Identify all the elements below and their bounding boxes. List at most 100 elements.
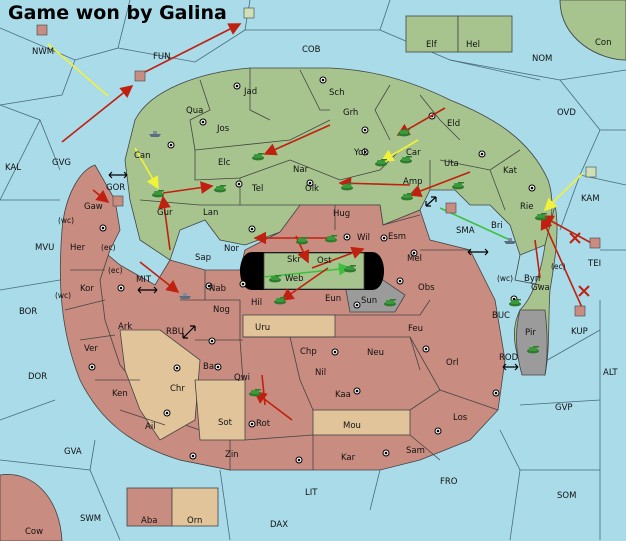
label-hel: Hel (466, 40, 480, 50)
coast-kor-wc: (wc) (55, 291, 71, 300)
province-sot[interactable] (194, 379, 246, 441)
label-feu: Feu (408, 324, 423, 334)
label-nwm: NWM (32, 47, 54, 57)
coast-her-ec: (ec) (101, 243, 116, 252)
label-qwi: Qwi (234, 373, 250, 383)
label-wil: Wil (357, 233, 370, 243)
label-kar: Kar (341, 453, 356, 463)
label-kor: Kor (80, 284, 94, 294)
coast-kor-ec: (ec) (108, 266, 123, 275)
label-skr: Skr (287, 255, 301, 265)
label-tel: Tel (251, 184, 263, 194)
label-aba: Aba (141, 516, 157, 526)
label-mit: MIT (136, 275, 152, 285)
label-nab: Nab (209, 284, 226, 294)
label-sam: Sam (406, 446, 425, 456)
label-elc: Elc (218, 158, 231, 168)
label-nar: Nar (293, 165, 309, 175)
label-nor: Nor (224, 244, 240, 254)
province-mou[interactable] (312, 409, 411, 436)
label-bri: Bri (491, 221, 503, 231)
label-neu: Neu (367, 348, 384, 358)
label-sch: Sch (329, 88, 344, 98)
label-kal: KAL (5, 163, 21, 173)
label-gvp: GVP (555, 403, 573, 413)
label-gva: GVA (64, 447, 82, 457)
label-ost: Ost (317, 256, 332, 266)
label-rot: Rot (256, 419, 271, 429)
label-hil: Hil (251, 298, 262, 308)
province-elf[interactable] (405, 15, 459, 53)
label-uru: Uru (255, 323, 270, 333)
label-eld: Eld (447, 119, 460, 129)
label-los: Los (453, 413, 468, 423)
coast-byn-ec: (ec) (551, 262, 566, 271)
label-bor: BOR (19, 307, 37, 317)
label-rie: Rie (520, 202, 534, 212)
label-yok: Yok (353, 148, 368, 158)
label-her: Her (70, 243, 86, 253)
label-sun: Sun (361, 296, 377, 306)
label-gor: GOR (106, 183, 125, 193)
label-amp: Amp (403, 177, 423, 187)
label-hug: Hug (333, 209, 350, 219)
label-ken: Ken (112, 389, 128, 399)
label-ver: Ver (84, 344, 98, 354)
label-car: Car (406, 148, 421, 158)
adjacency-marks (108, 171, 519, 371)
label-dor: DOR (28, 372, 47, 382)
label-kup: KUP (571, 327, 588, 337)
label-chr: Chr (170, 384, 185, 394)
label-gaw: Gaw (84, 202, 103, 212)
label-swm: SWM (80, 514, 101, 524)
label-elf: Elf (426, 40, 438, 50)
province-hel[interactable] (457, 15, 513, 53)
label-nil: Nil (315, 368, 326, 378)
label-nog: Nog (213, 305, 230, 315)
label-byn: Byn (524, 274, 540, 284)
label-eun: Eun (325, 294, 341, 304)
label-kaa: Kaa (335, 390, 351, 400)
coast-gaw-wc: (wc) (58, 216, 74, 225)
label-bar: Bar (203, 362, 218, 372)
province-orn[interactable] (171, 487, 219, 527)
label-kam: KAM (581, 194, 600, 204)
label-som: SOM (557, 491, 576, 501)
coast-byn-wc: (wc) (497, 274, 513, 283)
label-ark: Ark (118, 322, 132, 332)
label-lan: Lan (203, 208, 218, 218)
label-obs: Obs (418, 283, 435, 293)
label-jad: Jad (243, 87, 257, 97)
label-jos: Jos (216, 124, 230, 134)
label-tei: TEI (587, 259, 601, 269)
label-cow: Cow (25, 527, 43, 537)
label-con: Con (595, 38, 612, 48)
label-uta: Uta (444, 159, 459, 169)
label-can: Can (134, 151, 151, 161)
label-esm: Esm (388, 232, 406, 242)
label-lit: LIT (305, 488, 318, 498)
label-nom: NOM (532, 54, 552, 64)
label-ovd: OVD (557, 108, 576, 118)
label-cob: COB (302, 45, 321, 55)
label-gvg: GVG (52, 158, 71, 168)
label-gur: Gur (157, 208, 173, 218)
label-zin: Zin (225, 450, 239, 460)
label-web: Web (285, 274, 304, 284)
label-grh: Grh (343, 108, 358, 118)
label-mel: Mel (407, 254, 422, 264)
label-chp: Chp (300, 347, 317, 357)
label-sma: SMA (456, 226, 475, 236)
label-mou: Mou (343, 421, 361, 431)
label-rbu: RBU (166, 327, 184, 337)
label-sap: Sap (195, 253, 211, 263)
label-fun: FUN (153, 52, 170, 62)
label-buc: BUC (492, 311, 510, 321)
province-chr[interactable] (119, 329, 201, 441)
province-pir[interactable] (516, 309, 548, 376)
label-qua: Qua (186, 106, 203, 116)
label-orl: Orl (446, 358, 459, 368)
label-sot: Sot (218, 418, 233, 428)
